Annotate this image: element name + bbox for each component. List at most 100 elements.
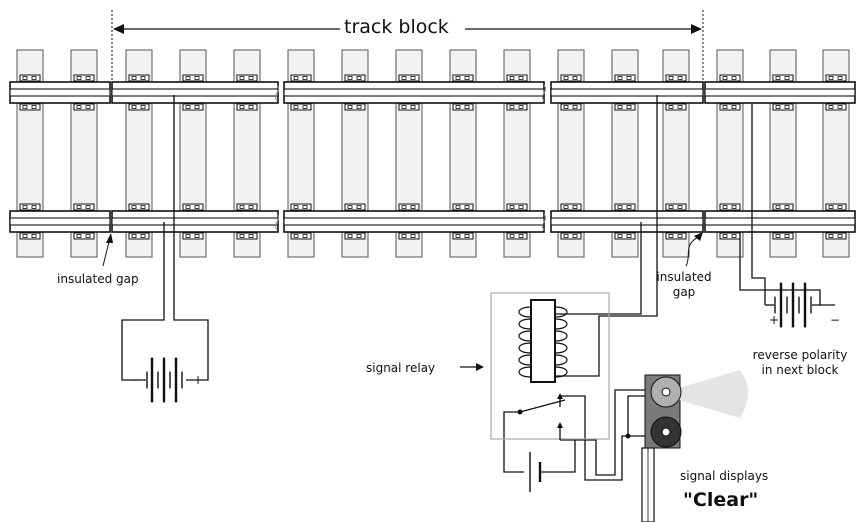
- spike: [464, 105, 470, 109]
- relay-coil-winding-left: [518, 318, 532, 330]
- spike: [722, 105, 728, 109]
- spike: [617, 234, 623, 238]
- spike: [22, 76, 28, 80]
- tie-plate: [73, 232, 95, 240]
- spike: [194, 105, 200, 109]
- spike: [185, 234, 191, 238]
- spike: [677, 234, 683, 238]
- tie-plates: [19, 74, 847, 240]
- spike: [31, 76, 37, 80]
- spike: [626, 76, 632, 80]
- insulated-gap-right-arrowhead: [694, 232, 703, 241]
- spike: [668, 105, 674, 109]
- spike: [464, 76, 470, 80]
- spike: [85, 205, 91, 209]
- spike: [293, 205, 299, 209]
- rail-web: [9, 88, 111, 97]
- battery-left-plus-label: +: [193, 373, 204, 387]
- spike: [293, 76, 299, 80]
- tie-plate: [452, 203, 474, 211]
- spike: [837, 205, 843, 209]
- relay-coil-winding-right: [554, 330, 568, 342]
- tie-plate: [398, 232, 420, 240]
- tie-plate: [665, 232, 687, 240]
- tie-plate: [452, 74, 474, 82]
- relay-coil-winding-right: [554, 306, 568, 318]
- spike: [518, 76, 524, 80]
- spike: [131, 105, 137, 109]
- spike: [668, 234, 674, 238]
- tie-plate: [398, 103, 420, 111]
- spike: [131, 234, 137, 238]
- rail-web: [283, 217, 545, 226]
- spike: [775, 105, 781, 109]
- track-block-label: track block: [344, 16, 449, 38]
- spike: [131, 76, 137, 80]
- spike: [248, 105, 254, 109]
- spike: [677, 205, 683, 209]
- spike: [626, 105, 632, 109]
- tie-plate: [665, 203, 687, 211]
- rail-joint: [542, 213, 546, 231]
- tie-plate: [344, 232, 366, 240]
- spike: [248, 234, 254, 238]
- insulated-gap-left-arrowhead: [106, 233, 113, 243]
- tie-plate: [236, 74, 258, 82]
- tie-plate: [182, 203, 204, 211]
- tie-plate: [614, 103, 636, 111]
- signal-relay-label: signal relay: [366, 361, 436, 375]
- tie-plate: [182, 74, 204, 82]
- spike: [31, 105, 37, 109]
- relay-coil-winding-left: [518, 330, 532, 342]
- tie-plate: [73, 103, 95, 111]
- tie-plate: [344, 74, 366, 82]
- battery-right-plus-label: +: [769, 313, 780, 327]
- spike: [464, 205, 470, 209]
- spike: [347, 234, 353, 238]
- rail-web: [111, 88, 279, 97]
- spike: [401, 105, 407, 109]
- battery-left-minus-label: −: [130, 373, 141, 387]
- tie-plate: [560, 74, 582, 82]
- spike: [293, 105, 299, 109]
- wire-junction: [625, 433, 631, 439]
- spike: [563, 76, 569, 80]
- spike: [731, 205, 737, 209]
- spike: [828, 105, 834, 109]
- spike: [347, 105, 353, 109]
- spike: [455, 76, 461, 80]
- tie-plate: [506, 203, 528, 211]
- relay-coil-lead-b: [555, 95, 658, 377]
- signal-lamp-stop-socket: [661, 427, 671, 437]
- insulated-gap-left-label: insulated gap: [57, 272, 139, 286]
- arrowhead-left: [113, 24, 124, 34]
- tie-plate: [290, 74, 312, 82]
- spike: [31, 234, 37, 238]
- relay-coil-lead-a: [555, 222, 642, 315]
- spike: [677, 76, 683, 80]
- spike: [572, 205, 578, 209]
- tie-plate: [128, 232, 150, 240]
- spike: [828, 76, 834, 80]
- spike: [76, 234, 82, 238]
- rail-web: [111, 217, 279, 226]
- spike: [302, 234, 308, 238]
- spike: [668, 205, 674, 209]
- tie-plate: [506, 232, 528, 240]
- tie-plate: [560, 103, 582, 111]
- spike: [185, 105, 191, 109]
- spike: [775, 205, 781, 209]
- spike: [464, 234, 470, 238]
- tie-plate: [719, 103, 741, 111]
- spike: [572, 105, 578, 109]
- spike: [617, 105, 623, 109]
- spike: [617, 205, 623, 209]
- spike: [731, 105, 737, 109]
- tie-plate: [236, 103, 258, 111]
- tie-plate: [665, 103, 687, 111]
- rail-joint: [275, 84, 279, 102]
- spike: [22, 205, 28, 209]
- spike: [31, 205, 37, 209]
- spike: [455, 234, 461, 238]
